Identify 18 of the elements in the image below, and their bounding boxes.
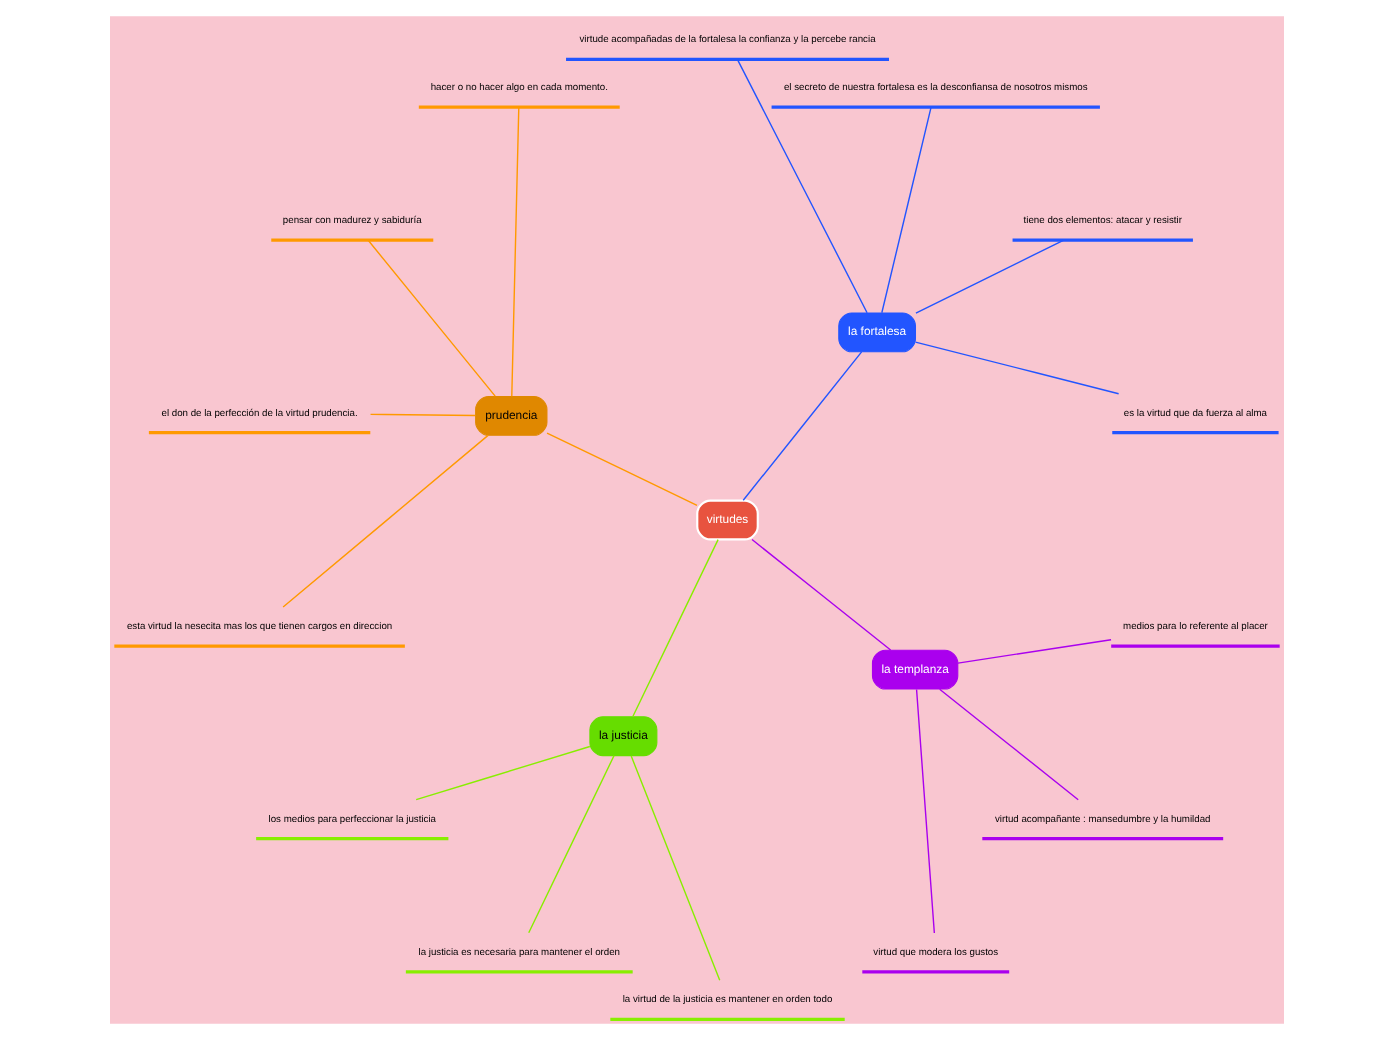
connector <box>631 538 718 718</box>
connector <box>956 639 1111 664</box>
connector <box>281 434 488 608</box>
connector <box>750 538 891 651</box>
connector <box>510 106 519 398</box>
connector <box>368 413 475 417</box>
connector <box>913 341 1119 395</box>
connector <box>914 688 935 934</box>
connector <box>527 755 614 934</box>
connector <box>366 239 495 397</box>
connector <box>545 432 697 506</box>
connector <box>914 239 1064 314</box>
connector <box>735 58 867 314</box>
connector <box>937 688 1078 801</box>
connector <box>880 106 931 314</box>
connector <box>629 755 720 981</box>
connector <box>414 745 590 801</box>
connector <box>741 351 862 501</box>
